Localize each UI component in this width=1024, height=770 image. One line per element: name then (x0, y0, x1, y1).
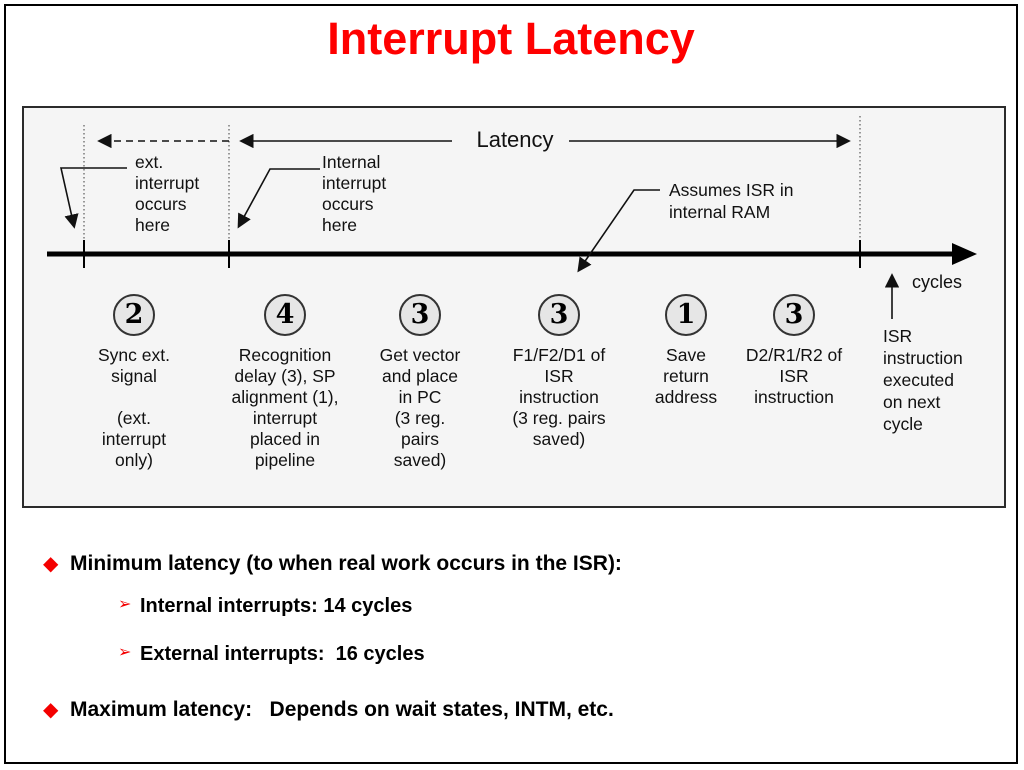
arrow-bullet-icon: ➢ (118, 644, 132, 661)
bullet-minimum-latency: Minimum latency (to when real work occur… (70, 552, 622, 575)
stage-label-save: Save return address (654, 345, 718, 407)
bullet-external-interrupts: External interrupts: 16 cycles (140, 643, 425, 665)
page-title: Interrupt Latency (327, 13, 695, 64)
stage-label-sync: Sync ext. signal (ext. interrupt only) (98, 345, 170, 470)
bullet-maximum-latency: Maximum latency: Depends on wait states,… (70, 698, 614, 721)
timeline-graphic (47, 116, 977, 319)
leader-internal-interrupt (237, 168, 320, 229)
leader-ext-interrupt (60, 167, 127, 229)
internal-interrupt-annotation: Internal interrupt occurs here (322, 152, 387, 235)
isr-executed-annotation: ISR instruction executed on next cycle (883, 326, 963, 434)
stage-label-recognition: Recognition delay (3), SP alignment (1),… (231, 345, 339, 470)
stage-label-vector: Get vector and place in PC (3 reg. pairs… (379, 345, 461, 470)
stage-circle-save: 1 (665, 294, 707, 336)
latency-diagram: Latency ext. interrupt occurs here Inter… (22, 106, 1006, 508)
stage-circle-fetch: 3 (538, 294, 580, 336)
assumes-isr-annotation: Assumes ISR in internal RAM (669, 180, 794, 222)
diamond-bullet-icon: ◆ (43, 699, 59, 721)
arrow-bullet-icon: ➢ (118, 596, 132, 613)
stage-circle-sync: 2 (113, 294, 155, 336)
slide: Interrupt Latency (4, 4, 1018, 764)
latency-label: Latency (476, 127, 554, 152)
stage-label-decode: D2/R1/R2 of ISR instruction (745, 345, 843, 407)
ext-interrupt-annotation: ext. interrupt occurs here (135, 152, 200, 235)
stage-label-fetch: F1/F2/D1 of ISR instruction (3 reg. pair… (512, 345, 606, 449)
cycles-axis-label: cycles (912, 272, 963, 292)
stage-circle-recognition: 4 (264, 294, 306, 336)
stage-circle-vector: 3 (399, 294, 441, 336)
timeline-arrowhead (952, 243, 977, 265)
stage-circle-decode: 3 (773, 294, 815, 336)
bullet-internal-interrupts: Internal interrupts: 14 cycles (140, 595, 413, 617)
diamond-bullet-icon: ◆ (43, 553, 59, 575)
leader-assumes-isr (577, 189, 660, 273)
